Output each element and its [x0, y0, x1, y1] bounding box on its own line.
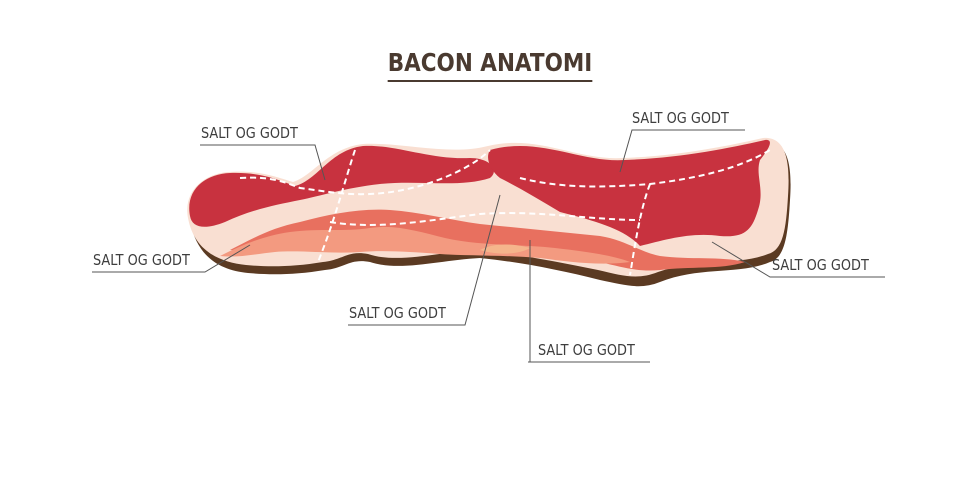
- leader-lines: [92, 129, 885, 363]
- leader-right: [711, 241, 885, 278]
- label-top-right: SALT OG GODT: [632, 109, 729, 127]
- cut-line-vertical-right: [629, 183, 651, 276]
- leader-top-right: [619, 129, 745, 173]
- leader-left: [92, 244, 251, 273]
- meat-lower-band: [220, 226, 630, 264]
- leader-center-right: [528, 240, 650, 363]
- cut-line-top: [239, 149, 491, 196]
- label-top-left: SALT OG GODT: [201, 124, 298, 142]
- meat-top-right: [488, 139, 770, 246]
- fat-highlight: [480, 244, 530, 254]
- label-right: SALT OG GODT: [772, 256, 869, 274]
- label-center-left: SALT OG GODT: [349, 304, 446, 322]
- leader-center-left: [348, 194, 501, 326]
- cut-line-middle: [329, 212, 641, 226]
- label-left: SALT OG GODT: [93, 251, 190, 269]
- cut-line-vertical-left: [317, 149, 356, 263]
- meat-top-left: [189, 145, 494, 227]
- leader-top-left: [200, 144, 326, 181]
- diagram-title: BACON ANATOMI: [69, 48, 912, 82]
- label-center-right: SALT OG GODT: [538, 341, 635, 359]
